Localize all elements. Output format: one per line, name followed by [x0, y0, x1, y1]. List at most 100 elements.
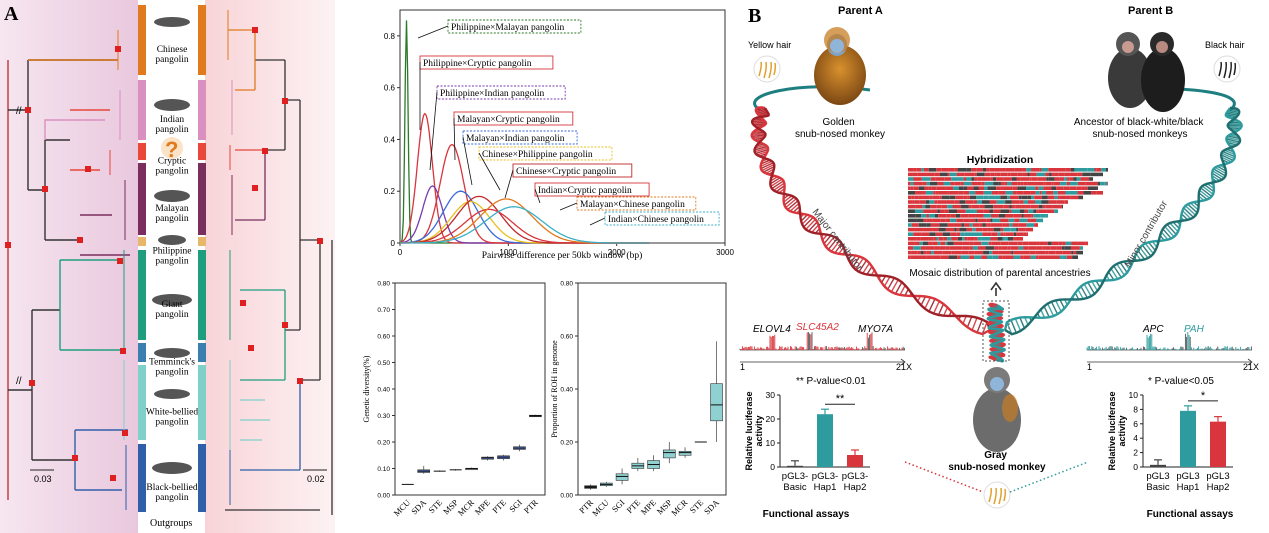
helix-rung [1014, 318, 1022, 332]
helix-rung [1226, 112, 1240, 118]
ancestry-block [1016, 191, 1024, 195]
helix-rung [1225, 110, 1240, 117]
ancestry-block [1036, 246, 1043, 250]
ancestry-block [983, 191, 992, 195]
ancestry-block [947, 204, 953, 209]
tree-break-mark: // [16, 106, 22, 117]
ancestry-block [949, 191, 956, 195]
node-marker [117, 258, 123, 264]
y-tick-label: 0.8 [384, 32, 396, 41]
helix-rung [751, 132, 766, 136]
ancestry-block [1029, 172, 1037, 177]
x-tick-label: SGI [610, 497, 627, 514]
ancestry-block [1027, 172, 1030, 177]
density-label-box [576, 196, 697, 211]
ancestry-block [988, 195, 996, 200]
yellow-hair-strands [758, 61, 777, 79]
ancestry-block [994, 246, 999, 250]
ancestry-block [912, 172, 918, 177]
ancestry-block [1026, 223, 1035, 227]
density-label: Philippine×Indian pangolin [440, 89, 545, 99]
panel-b: B Major contributor Minor contributor Pa… [739, 5, 1259, 520]
helix-rung [761, 163, 775, 172]
box [615, 473, 629, 481]
tree-branch [235, 150, 266, 221]
ancestry-block [1000, 227, 1004, 232]
ancestry-block [927, 241, 933, 246]
ancestry-block [916, 237, 921, 241]
gray-monkey-illustration [973, 367, 1021, 452]
scale-label-left: 0.03 [34, 474, 52, 484]
taxon-label-line: Black-bellied [146, 483, 197, 493]
ancestry-block [970, 237, 975, 241]
ancestry-block [1020, 209, 1025, 213]
roh-boxplot: 0.000.200.400.600.80PTRMCUSGIPTEMPEMSPMC… [550, 281, 727, 518]
helix-rung [1059, 299, 1066, 309]
ancestry-block [979, 223, 983, 227]
ancestry-block [981, 241, 989, 246]
ancestry-block [1027, 195, 1032, 200]
ancestry-block [1105, 168, 1108, 172]
node-marker [240, 300, 246, 306]
ancestry-block [1041, 200, 1049, 204]
x-tick-label: MCR [456, 497, 477, 518]
ancestry-block [1041, 168, 1049, 172]
ancestry-block [946, 200, 955, 204]
ancestry-block [1047, 241, 1052, 246]
node-marker [42, 186, 48, 192]
ancestry-block [1003, 232, 1006, 236]
helix-rung [924, 297, 931, 310]
ancestry-block [1005, 250, 1012, 255]
helix-rung [1144, 242, 1154, 255]
ancestry-block [929, 232, 936, 236]
ancestry-block [948, 168, 955, 172]
ancestry-block [1064, 246, 1071, 250]
helix-rung [1227, 135, 1240, 140]
ancestry-block [914, 241, 920, 246]
ancestry-block [1035, 191, 1040, 195]
taxon-label-line: pangolin [155, 167, 188, 177]
ancestry-block [1064, 200, 1068, 204]
ancestry-block [951, 227, 955, 232]
ancestry-block [975, 227, 983, 232]
helix-rung [971, 317, 978, 331]
ancestry-block [1014, 168, 1023, 172]
x-tick-label: SDA [409, 497, 429, 517]
taxon-strip [198, 237, 206, 246]
ancestry-block [1100, 181, 1105, 186]
track-start-label: 1 [1087, 362, 1092, 372]
ancestry-block [1035, 186, 1039, 190]
helix-rung [1040, 309, 1046, 318]
ancestry-block [1005, 214, 1014, 218]
ancestry-block [984, 172, 991, 177]
ancestry-block [928, 214, 935, 218]
y-tick-label: 0.2 [384, 187, 396, 196]
ancestry-block [1005, 200, 1012, 204]
bar-label-line: pGL3 [1176, 471, 1199, 482]
ancestry-block [945, 186, 954, 190]
ancestry-block [962, 255, 970, 259]
ancestry-block [950, 181, 955, 186]
helix-rung [1199, 189, 1211, 199]
diversity-boxes [401, 414, 542, 485]
ancestry-block [908, 204, 916, 209]
ancestry-block [1073, 250, 1077, 255]
ancestry-block [1085, 241, 1088, 246]
y-tick-label: 6 [1133, 419, 1138, 429]
helix-rung [825, 236, 835, 248]
ancestry-block [935, 232, 943, 236]
ancestry-block [1025, 204, 1031, 209]
helix-rung [866, 266, 873, 275]
density-label-box [447, 19, 582, 34]
ancestry-block [1009, 195, 1019, 200]
helix-rung [769, 177, 781, 185]
ancestry-block [1031, 168, 1034, 172]
helix-rung [1183, 207, 1195, 218]
ancestry-block [985, 223, 988, 227]
x-tick-label: STE [687, 497, 705, 515]
ancestry-block [921, 177, 931, 181]
right-pvalue-note: * P-value<0.05 [1148, 376, 1214, 387]
ancestry-block [955, 195, 964, 200]
helix-rung [787, 200, 799, 211]
ancestry-block [915, 191, 923, 195]
